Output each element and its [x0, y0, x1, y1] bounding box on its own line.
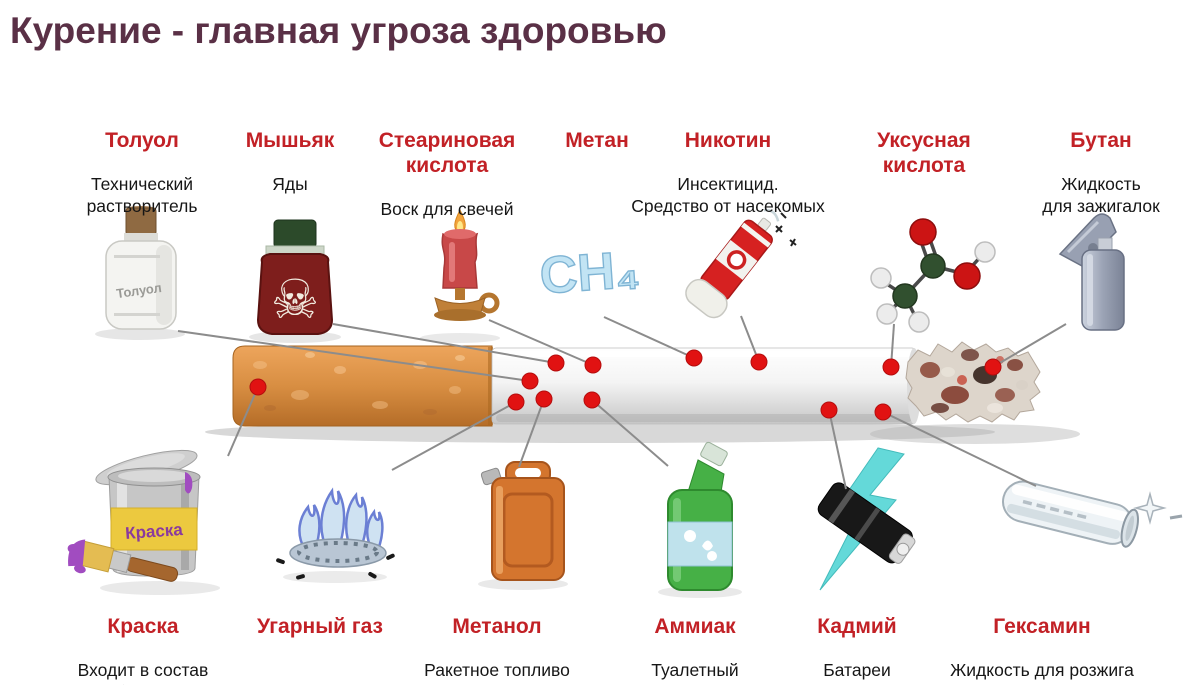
chemical-name: Уксусная кислота: [877, 129, 971, 177]
marker-dot: [874, 403, 892, 421]
chemical-description: Туалетный очиститель: [649, 660, 740, 685]
connector-methane: [603, 316, 695, 359]
marker-dot: [584, 356, 602, 374]
marker-dots: [249, 349, 1002, 421]
label-block-acetic-acid: Уксусная кислота: [824, 110, 1024, 216]
label-block-methane: Метан: [497, 110, 697, 191]
sparkle-icon: [1133, 491, 1167, 525]
connector-co: [391, 401, 517, 471]
marker-dot: [535, 390, 553, 408]
marker-dot: [583, 391, 601, 409]
chemical-name: Гексамин: [993, 615, 1091, 638]
connector-paint: [227, 386, 259, 457]
chemical-description: Яды: [272, 174, 308, 194]
marker-dot: [820, 401, 838, 419]
chemical-name: Метанол: [452, 615, 542, 638]
connector-arsenic: [332, 323, 557, 364]
label-block-nicotine: Никотин Инсектицид. Средство от насекомы…: [608, 110, 848, 235]
chemical-name: Толуол: [105, 129, 179, 152]
chemical-description: Ракетное топливо: [424, 660, 570, 680]
marker-dot: [685, 349, 703, 367]
connector-ammonia: [591, 399, 669, 467]
connector-lines: [177, 315, 1067, 490]
insect-spray-icon: [685, 208, 797, 319]
label-block-stearic-acid: Стеариновая кислота Воск для свечей: [347, 110, 547, 238]
connector-stearic: [488, 319, 594, 366]
battery-icon: [817, 447, 916, 591]
connector-butane: [992, 323, 1067, 368]
label-block-methanol: Метанол Ракетное топливо: [397, 596, 597, 685]
marker-dot: [547, 354, 565, 372]
chemical-description: Батареи: [823, 660, 891, 680]
marker-dot: [521, 372, 539, 390]
label-block-toluene: Толуол Технический растворитель: [42, 110, 242, 235]
chemical-description: Входит в состав бумаги: [77, 660, 209, 685]
marker-dot: [249, 378, 267, 396]
shadows: [95, 328, 1080, 598]
cigarette-ember: [905, 341, 1041, 423]
skull-icon: ☠: [271, 270, 319, 330]
chemical-description: Воск для свечей: [380, 199, 514, 219]
chemical-name: Аммиак: [654, 615, 736, 638]
label-block-cadmium: Кадмий Батареи: [757, 596, 957, 685]
poison-jar-icon: ☠: [256, 219, 334, 335]
chemical-name: Кадмий: [817, 615, 897, 638]
paint-can-icon: Краска: [67, 449, 201, 582]
acid-molecule-icon: [870, 218, 996, 333]
label-block-hexamine: Гексамин Жидкость для розжига: [922, 596, 1162, 685]
ch4-text: CH₄: [538, 241, 642, 306]
chemical-name: Мышьяк: [245, 129, 335, 152]
candle-icon: [434, 208, 500, 321]
chemical-name: Никотин: [684, 129, 772, 152]
cigarette: [232, 341, 1041, 427]
label-block-carbon-monoxide: Угарный газ: [220, 596, 420, 677]
label-block-arsenic: Мышьяк Яды: [190, 110, 390, 213]
glass-vial-icon: [1002, 480, 1183, 548]
connector-toluene: [177, 330, 531, 382]
paint-brush-icon: [67, 539, 179, 582]
marker-dot: [507, 393, 525, 411]
chemical-description: Технический растворитель: [86, 174, 198, 216]
toluene-bottle-icon: Толуол: [105, 206, 177, 330]
fuel-canister-icon: [480, 461, 565, 581]
connector-cadmium: [828, 409, 847, 490]
chemical-name: Метан: [565, 129, 629, 152]
label-block-ammonia: Аммиак Туалетный очиститель: [595, 596, 795, 685]
chemical-description: Жидкость для зажигалок: [1042, 174, 1160, 216]
connector-hexamine: [882, 411, 1037, 487]
toluene-bottle-label: Толуол: [115, 280, 162, 301]
lighter-icon: [1058, 213, 1125, 331]
label-block-butane: Бутан Жидкость для зажигалок: [1001, 110, 1200, 235]
label-block-paint: Краска Входит в состав бумаги: [43, 596, 243, 685]
connector-methanol: [518, 398, 545, 468]
methane-formula-icon: CH₄: [537, 240, 642, 306]
chemical-description: Жидкость для розжига: [950, 660, 1134, 680]
paint-can-label: Краска: [125, 520, 184, 543]
fly-icons: [775, 212, 797, 247]
chemical-name: Стеариновая кислота: [378, 129, 516, 177]
chemical-name: Угарный газ: [257, 615, 383, 638]
marker-dot: [750, 353, 768, 371]
chemical-description: Инсектицид. Средство от насекомых: [631, 174, 825, 216]
chemical-name: Краска: [107, 615, 179, 638]
page-title: Курение - главная угроза здоровью: [10, 10, 667, 51]
chemical-name: Бутан: [1070, 129, 1132, 152]
marker-dot: [882, 358, 900, 376]
marker-dot: [984, 358, 1002, 376]
cleaner-bottle-icon: [667, 441, 733, 591]
gas-flame-icon: [276, 487, 395, 580]
